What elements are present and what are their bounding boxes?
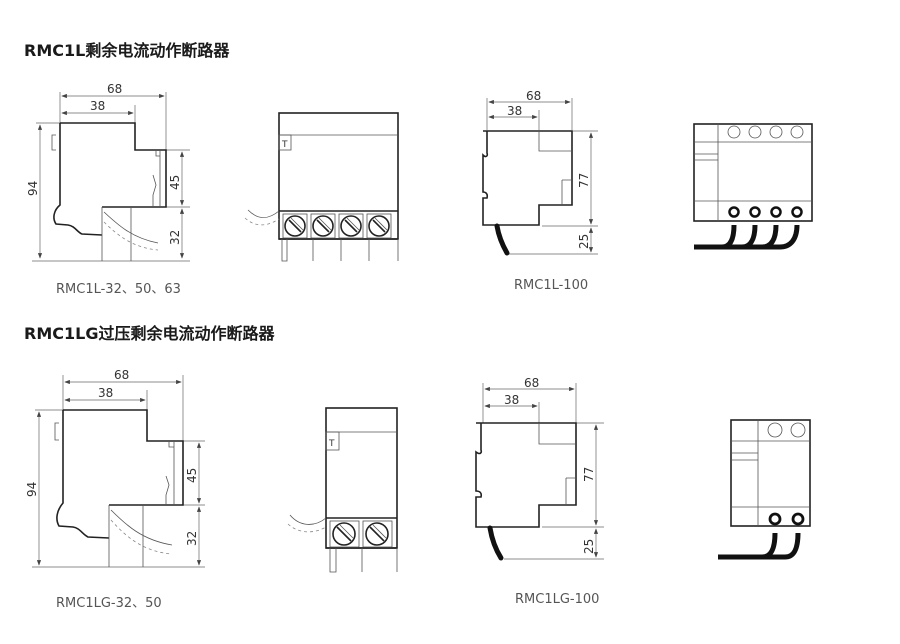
dim-label-38: 38 <box>504 393 519 407</box>
caption-rmc1lg-100: RMC1LG-100 <box>515 592 600 607</box>
section-title-rmc1l: RMC1L剩余电流动作断路器 <box>24 41 230 60</box>
terminal-screws <box>329 520 393 548</box>
dim-label-38: 38 <box>90 99 105 113</box>
caption-rmc1l-small: RMC1L-32、50、63 <box>56 282 181 297</box>
terminal-screws <box>282 213 392 239</box>
front-view-rmc1l-small: T <box>244 112 399 262</box>
dim-label-38: 38 <box>507 104 522 118</box>
dim-label-68: 68 <box>107 82 122 96</box>
front-view-rmc1lg-100 <box>718 419 811 560</box>
dim-label-94: 94 <box>25 482 39 497</box>
dim-label-25: 25 <box>582 539 596 554</box>
front-view-rmc1lg-small: T <box>287 407 398 573</box>
dim-label-77: 77 <box>582 467 596 482</box>
cables <box>694 224 800 250</box>
cables <box>718 532 801 560</box>
dim-label-68: 68 <box>114 368 129 382</box>
dim-label-38: 38 <box>98 386 113 400</box>
dim-label-77: 77 <box>577 173 591 188</box>
side-view-rmc1lg-100: 68 38 77 25 <box>475 376 604 561</box>
terminal-holes <box>768 512 805 526</box>
dim-label-45: 45 <box>185 468 199 483</box>
side-view-rmc1lg-small: 68 38 94 45 32 <box>25 368 205 568</box>
side-view-rmc1l-100: 68 38 77 25 <box>482 89 598 256</box>
terminal-label: T <box>328 439 335 449</box>
front-view-rmc1l-100 <box>693 123 813 250</box>
dim-label-32: 32 <box>185 531 199 546</box>
caption-rmc1lg-small: RMC1LG-32、50 <box>56 596 162 611</box>
dim-label-68: 68 <box>524 376 539 390</box>
dim-label-94: 94 <box>26 181 40 196</box>
caption-rmc1l-100: RMC1L-100 <box>514 278 589 293</box>
dim-label-68: 68 <box>526 89 541 103</box>
dim-label-32: 32 <box>168 230 182 245</box>
dim-label-45: 45 <box>168 175 182 190</box>
section-title-rmc1lg: RMC1LG过压剩余电流动作断路器 <box>24 324 275 343</box>
dim-label-25: 25 <box>577 234 591 249</box>
side-view-rmc1l-small: 68 38 94 45 32 <box>26 82 190 262</box>
terminal-holes <box>728 206 803 218</box>
terminal-label: T <box>281 140 288 150</box>
